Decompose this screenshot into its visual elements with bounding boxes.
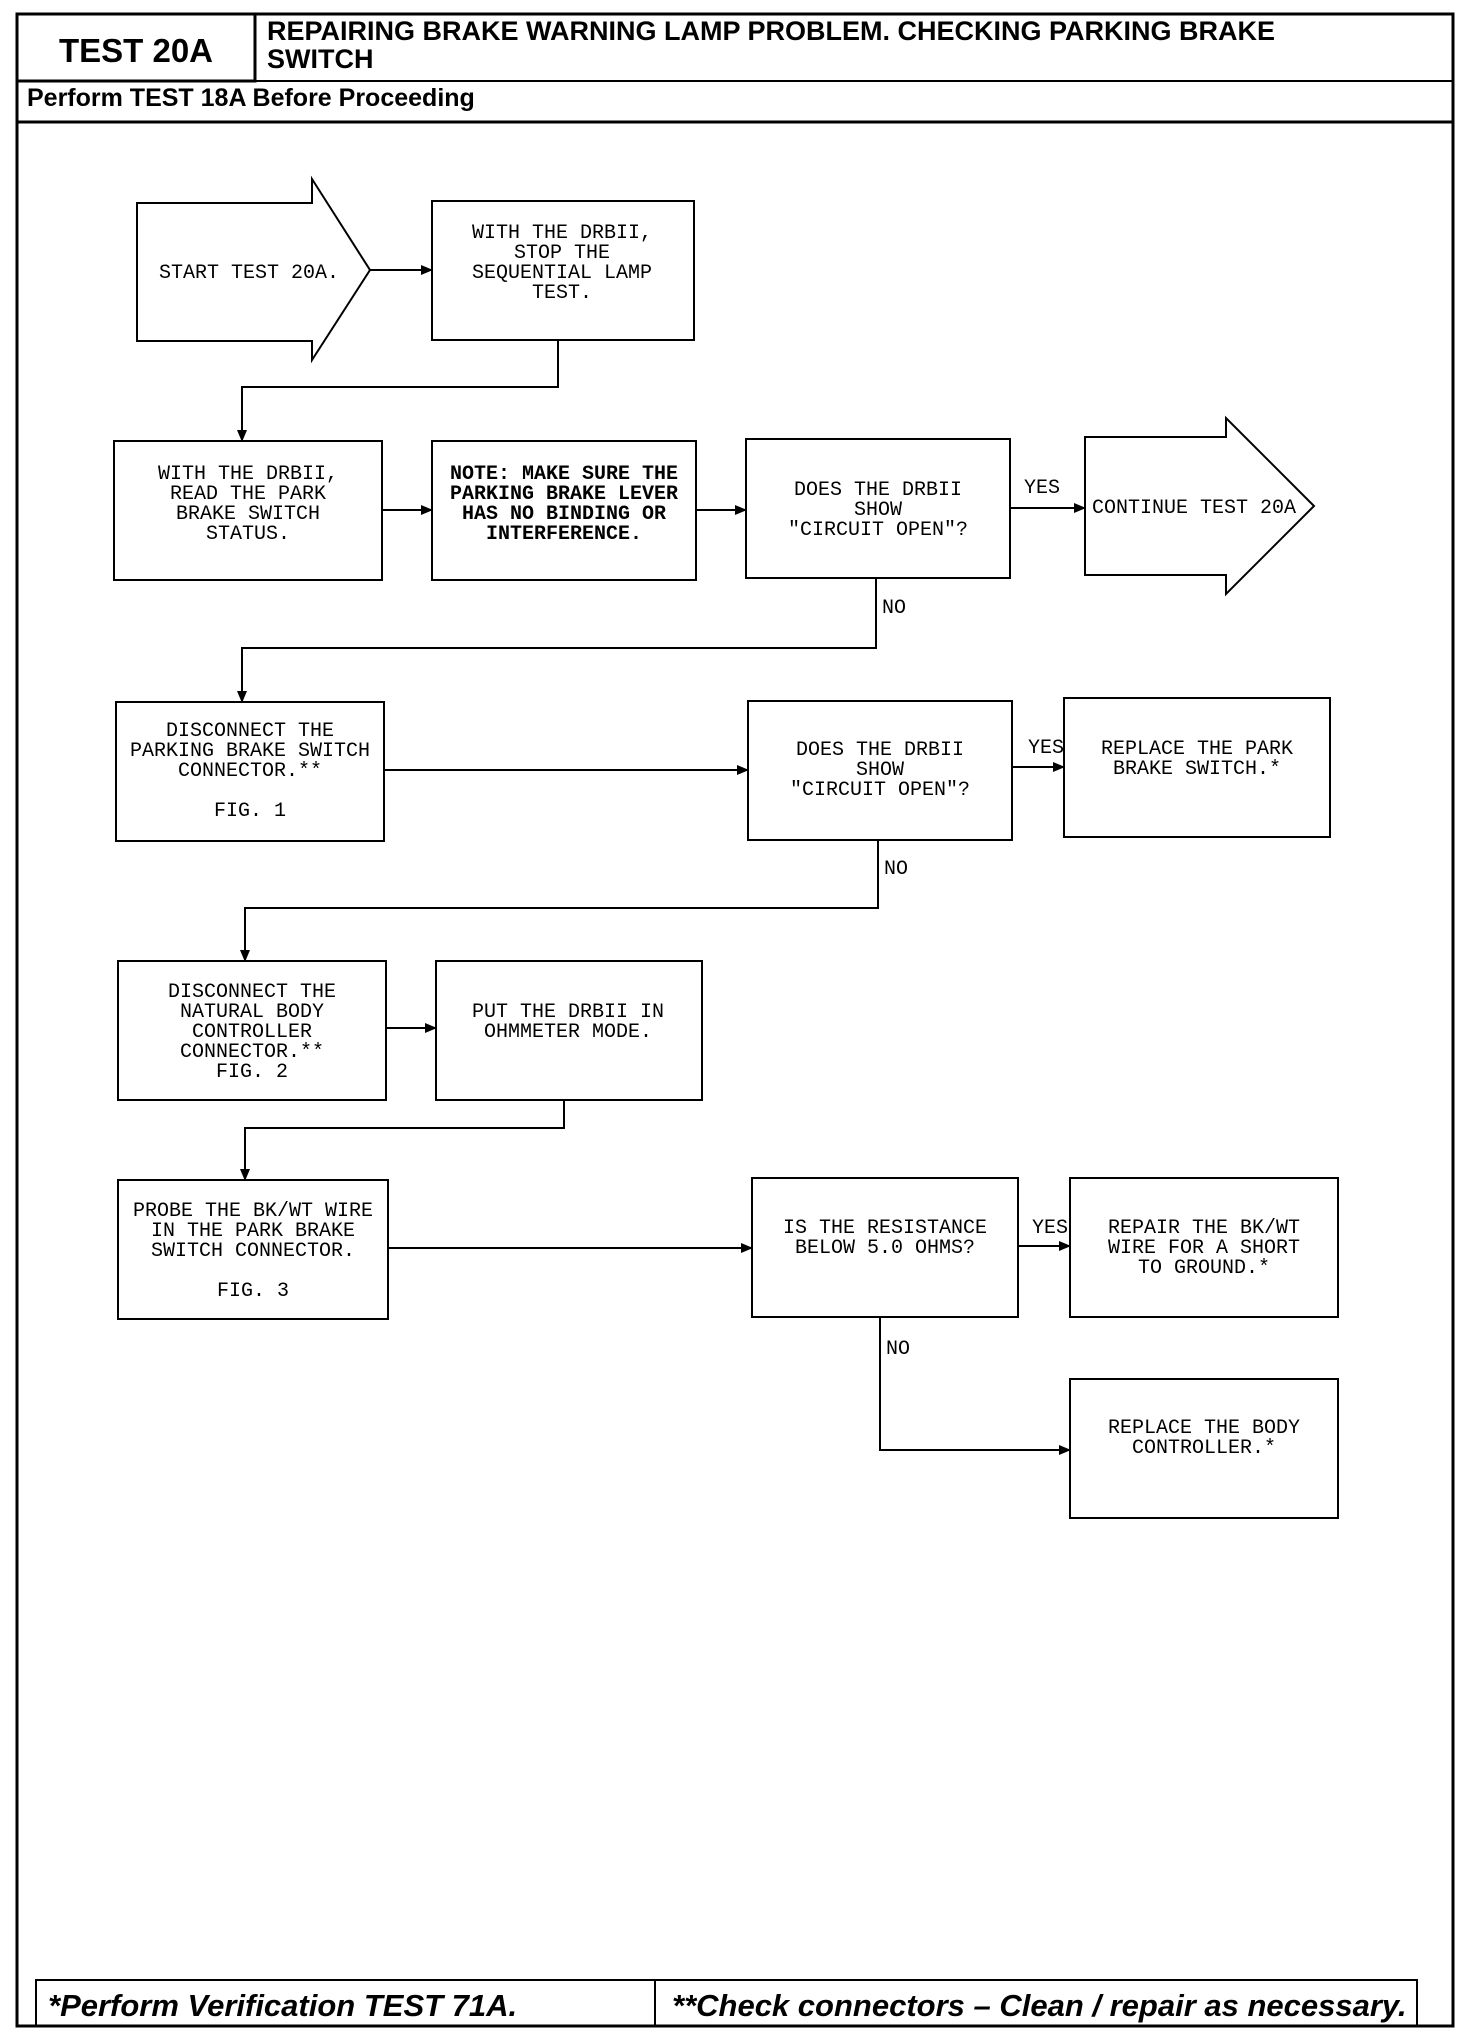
ohmmeter-line-2: OHMMETER MODE. — [484, 1021, 652, 1044]
probe-wire-line-3: SWITCH CONNECTOR. — [151, 1240, 355, 1263]
start-test-arrow: START TEST 20A. — [136, 175, 372, 364]
stop-lamp-test-line-2: STOP THE — [514, 242, 610, 265]
prerequisite-note: Perform TEST 18A Before Proceeding — [27, 84, 475, 112]
replace-controller-line-1: REPLACE THE BODY — [1108, 1417, 1300, 1440]
disconnect-switch-line-1: DISCONNECT THE — [166, 720, 334, 743]
disconnect-switch-line-2: PARKING BRAKE SWITCH — [130, 740, 370, 763]
replace-switch-line-2: BRAKE SWITCH.* — [1113, 758, 1281, 781]
connector-question3-no — [879, 1317, 1071, 1455]
connector-question1-no — [237, 578, 877, 703]
continue-test-arrow: CONTINUE TEST 20A — [1084, 415, 1316, 597]
svg-text:START TEST 20A.: START TEST 20A. — [159, 262, 339, 285]
note-lever-line-1: NOTE: MAKE SURE THE — [450, 463, 678, 486]
footer-frame — [35, 1979, 1418, 2027]
svg-text:CONTINUE TEST 20A: CONTINUE TEST 20A — [1092, 497, 1296, 520]
footer-connector-note: **Check connectors – Clean / repair as n… — [672, 1988, 1407, 2023]
replace-controller-line-2: CONTROLLER.* — [1132, 1437, 1276, 1460]
label-no-2: NO — [884, 858, 908, 881]
repair-wire-line-2: WIRE FOR A SHORT — [1108, 1237, 1300, 1260]
read-status-line-1: WITH THE DRBII, — [158, 463, 338, 486]
connector-question2-no — [240, 840, 879, 962]
disconnect-body-line-5: FIG. 2 — [216, 1061, 288, 1084]
ohmmeter-line-1: PUT THE DRBII IN — [472, 1001, 664, 1024]
note-lever-line-2: PARKING BRAKE LEVER — [450, 483, 678, 506]
q-circuit-open-2-line-3: "CIRCUIT OPEN"? — [790, 779, 970, 802]
probe-wire-line-5: FIG. 3 — [217, 1280, 289, 1303]
probe-wire-line-2: IN THE PARK BRAKE — [151, 1220, 355, 1243]
footer: *Perform Verification TEST 71A. **Check … — [35, 1979, 1418, 2027]
label-yes-2: YES — [1028, 737, 1064, 760]
q-circuit-open-1-line-3: "CIRCUIT OPEN"? — [788, 519, 968, 542]
start-line-1: START TEST 20A. — [159, 262, 339, 285]
connector-stop-to-read — [237, 340, 559, 442]
stop-lamp-test-line-4: TEST. — [532, 282, 592, 305]
disconnect-switch-line-5: FIG. 1 — [214, 800, 286, 823]
probe-wire-line-1: PROBE THE BK/WT WIRE — [133, 1200, 373, 1223]
stop-lamp-test-line-3: SEQUENTIAL LAMP — [472, 262, 652, 285]
read-status-line-4: STATUS. — [206, 523, 290, 546]
continue-line-1: CONTINUE TEST 20A — [1092, 497, 1296, 520]
label-yes-1: YES — [1024, 477, 1060, 500]
q-circuit-open-2-line-1: DOES THE DRBII — [796, 739, 964, 762]
test-title-line2: SWITCH — [267, 44, 373, 74]
repair-wire-line-1: REPAIR THE BK/WT — [1108, 1217, 1300, 1240]
read-status-line-2: READ THE PARK — [170, 483, 326, 506]
label-no-1: NO — [882, 597, 906, 620]
q-circuit-open-1-line-1: DOES THE DRBII — [794, 479, 962, 502]
disconnect-switch-line-3: CONNECTOR.** — [178, 760, 322, 783]
q-circuit-open-1-line-2: SHOW — [854, 499, 902, 522]
test-title-line1: REPAIRING BRAKE WARNING LAMP PROBLEM. CH… — [267, 16, 1275, 46]
disconnect-body-line-2: NATURAL BODY — [180, 1001, 324, 1024]
q-resistance-line-2: BELOW 5.0 OHMS? — [795, 1237, 975, 1260]
stop-lamp-test-line-1: WITH THE DRBII, — [472, 222, 652, 245]
replace-switch-line-1: REPLACE THE PARK — [1101, 738, 1293, 761]
read-status-line-3: BRAKE SWITCH — [176, 503, 320, 526]
note-lever-line-3: HAS NO BINDING OR — [462, 503, 666, 526]
test-id: TEST 20A — [59, 32, 213, 69]
disconnect-body-line-4: CONNECTOR.** — [180, 1041, 324, 1064]
label-no-3: NO — [886, 1338, 910, 1361]
q-circuit-open-2-line-2: SHOW — [856, 759, 904, 782]
footer-verification-note: *Perform Verification TEST 71A. — [48, 1988, 517, 2023]
disconnect-body-line-1: DISCONNECT THE — [168, 981, 336, 1004]
connector-ohmmeter-to-probe — [240, 1100, 565, 1181]
q-resistance-line-1: IS THE RESISTANCE — [783, 1217, 987, 1240]
label-yes-3: YES — [1032, 1217, 1068, 1240]
header: TEST 20A REPAIRING BRAKE WARNING LAMP PR… — [15, 12, 1453, 124]
note-lever-line-4: INTERFERENCE. — [486, 523, 642, 546]
repair-wire-line-3: TO GROUND.* — [1138, 1257, 1270, 1280]
disconnect-body-line-3: CONTROLLER — [192, 1021, 312, 1044]
